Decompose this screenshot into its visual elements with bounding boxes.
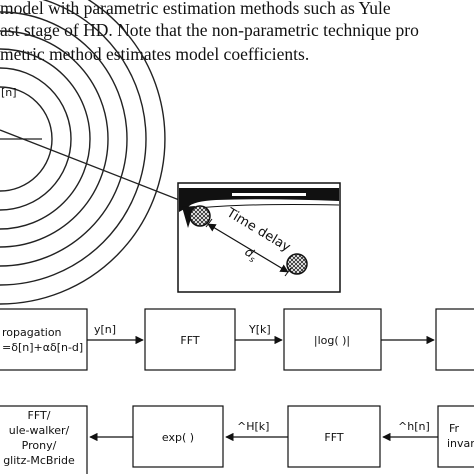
right-box-bottom (437, 405, 474, 468)
wave-ring-4 (0, 30, 109, 248)
propagation-box (0, 308, 88, 371)
bottom-flow-row: FFT/ ule-walker/ Prony/ glitz-McBride ex… (0, 405, 474, 474)
propagation-label-line2: =δ[n]+αδ[n-d] (2, 341, 83, 354)
fft-label-bottom: FFT (324, 431, 343, 444)
ray-line (0, 129, 211, 213)
arrow-hk-label: ^H[k] (237, 420, 269, 433)
wave-ring-1 (0, 86, 53, 192)
sound-wave-rings (0, 0, 166, 305)
fft-box-bottom (287, 405, 381, 468)
propagation-label-line1: ropagation (2, 326, 62, 339)
right-box-label-line2: invar (447, 437, 474, 450)
wave-ring-5 (0, 11, 128, 267)
methods-line4: glitz-McBride (3, 454, 75, 467)
arrow-hn-label: ^h[n] (398, 420, 430, 433)
distance-tick-start (205, 218, 213, 228)
distance-arrow (207, 223, 289, 273)
time-delay-inset: Time delay ds (177, 182, 341, 293)
right-box-top (435, 308, 474, 371)
right-box-label-line1: Fr (449, 422, 460, 435)
prose-line-2: ast stage of HD. Note that the non-param… (0, 20, 419, 40)
wave-ring-6 (0, 0, 147, 286)
log-label: |log( )| (314, 334, 350, 347)
reflection-point-2 (286, 253, 308, 275)
methods-line1: FFT/ (28, 409, 51, 422)
source-label: [n] (1, 86, 17, 99)
inset-white-streak (232, 193, 306, 196)
exp-label: exp( ) (162, 431, 194, 444)
arrow-yk-label: Y[k] (248, 323, 271, 336)
top-flow-row: ropagation =δ[n]+αδ[n-d] y[n] FFT Y[k] |… (0, 308, 474, 371)
wave-ring-2 (0, 67, 72, 211)
methods-box (0, 405, 88, 474)
methods-line3: Prony/ (22, 439, 57, 452)
prose-line-3: metric method estimates model coefficien… (0, 44, 310, 64)
arrow-yn-label: y[n] (94, 323, 116, 336)
exp-box (132, 405, 224, 468)
distance-tick-end (284, 267, 292, 277)
wave-ring-7 (0, 0, 166, 305)
methods-line2: ule-walker/ (9, 424, 70, 437)
prose-line-1: model with parametric estimation methods… (0, 0, 391, 18)
reflection-point-1 (189, 205, 211, 227)
wave-ring-3 (0, 48, 91, 230)
fft-label-top: FFT (180, 334, 199, 347)
